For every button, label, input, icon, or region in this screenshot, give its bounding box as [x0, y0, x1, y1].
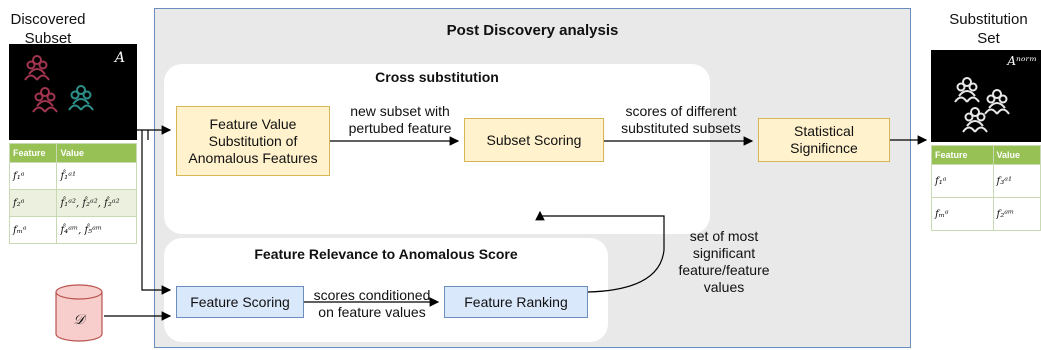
table-cell: f̂₄ᵃᵐ, f̂₅ᵃᵐ [56, 216, 137, 244]
arrow-icon [535, 210, 665, 293]
discovered-subset-image: A [9, 44, 137, 140]
table-cell: fₘᵃ [931, 197, 994, 231]
people-group-icon [954, 77, 1010, 133]
edge-label-new-subset: new subset with pertubed feature [348, 103, 452, 136]
statistical-significance-box: Statistical Significnce [758, 118, 890, 162]
post-discovery-title: Post Discovery analysis [446, 22, 619, 39]
table-cell: f₂ᵃᵐ [992, 197, 1041, 231]
subset-scoring-box: Subset Scoring [464, 118, 604, 162]
table-cell: fₘᵃ [8, 216, 58, 244]
table-header-value: Value [992, 145, 1041, 165]
substitution-set-image: Aⁿᵒʳᵐ [931, 50, 1041, 142]
substitution-set-title: Substitution Set [949, 11, 1028, 47]
table-cell: f̂₁ᵃ¹ [56, 162, 137, 190]
table-cell: f₂ᵃ [8, 189, 58, 217]
dataset-symbol: 𝒟 [73, 312, 85, 328]
substitution-image-label: Aⁿᵒʳᵐ [1007, 54, 1037, 68]
arrow-icon [141, 130, 172, 295]
database-icon [55, 284, 103, 342]
feedback-label: set of most significant feature/feature … [678, 228, 770, 295]
edge-label-scores-conditioned: scores conditioned on feature values [313, 287, 431, 320]
discovered-image-label: A [114, 50, 125, 66]
table-header-feature: Feature [931, 145, 994, 165]
discovered-feature-table: Feature Value f₁ᵃ f̂₁ᵃ¹ f₂ᵃ f̂₁ᵃ², f̂₂ᵃ²… [8, 143, 137, 244]
table-cell: f̂₁ᵃ², f̂₂ᵃ², f̂₂ᵃ² [56, 189, 137, 217]
edge-label-scores-substituted: scores of different substituted subsets [621, 103, 741, 136]
substitution-feature-table: Feature Value f₁ᵃ f₃ᵃ¹ fₘᵃ f₂ᵃᵐ [931, 145, 1041, 231]
feature-substitution-box: Feature Value Substitution of Anomalous … [176, 106, 330, 176]
table-cell: f₃ᵃ¹ [992, 164, 1041, 198]
discovered-subset-title: Discovered Subset [10, 11, 86, 47]
feature-relevance-title: Feature Relevance to Anomalous Score [254, 246, 518, 262]
table-cell: f₁ᵃ [8, 162, 58, 190]
feature-scoring-box: Feature Scoring [176, 286, 304, 318]
people-group-icon [24, 55, 94, 113]
dataset-database: 𝒟 [54, 284, 104, 342]
table-header-value: Value [56, 143, 137, 163]
cross-substitution-title: Cross substitution [375, 69, 499, 85]
feature-ranking-box: Feature Ranking [444, 286, 588, 318]
